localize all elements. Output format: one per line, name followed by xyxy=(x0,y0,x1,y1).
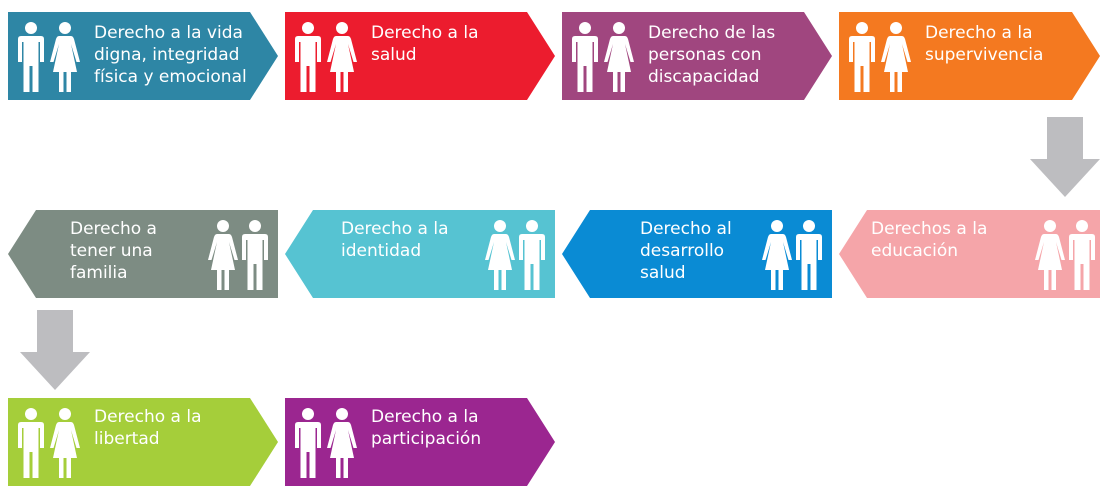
male-icon xyxy=(295,408,321,478)
person-pair-icon xyxy=(18,408,82,478)
person-pair-icon xyxy=(208,220,272,290)
person-pair-icon xyxy=(572,22,636,92)
female-icon xyxy=(1035,220,1065,290)
female-icon xyxy=(881,22,911,92)
person-pair-icon xyxy=(295,408,359,478)
chevron-label: Derecho a la salud xyxy=(371,23,479,65)
female-icon xyxy=(208,220,238,290)
chevron-label: Derecho a la participación xyxy=(371,407,482,449)
male-icon xyxy=(519,220,545,290)
chevron-participacion: Derecho a la participación xyxy=(285,398,555,486)
female-icon xyxy=(50,408,80,478)
chevron-identidad: Derecho a la identidad xyxy=(285,210,555,298)
chevron-label: Derecho a la supervivencia xyxy=(925,23,1044,65)
chevron-familia: Derecho a tener una familia xyxy=(8,210,278,298)
male-icon xyxy=(242,220,268,290)
arrow-down-icon xyxy=(1030,117,1100,197)
chevron-label: Derecho a la vida digna, integridad físi… xyxy=(94,23,247,87)
chevron-salud: Derecho a la salud xyxy=(285,12,555,100)
male-icon xyxy=(796,220,822,290)
female-icon xyxy=(327,22,357,92)
female-icon xyxy=(762,220,792,290)
chevron-educacion: Derechos a la educación xyxy=(839,210,1100,298)
male-icon xyxy=(18,22,44,92)
male-icon xyxy=(572,22,598,92)
chevron-label: Derechos a la educación xyxy=(871,219,988,261)
person-pair-icon xyxy=(849,22,913,92)
female-icon xyxy=(604,22,634,92)
chevron-supervivencia: Derecho a la supervivencia xyxy=(839,12,1100,100)
chevron-discapacidad: Derecho de las personas con discapacidad xyxy=(562,12,832,100)
chevron-desarrollo: Derecho al desarrollo salud xyxy=(562,210,832,298)
female-icon xyxy=(50,22,80,92)
person-pair-icon xyxy=(762,220,826,290)
person-pair-icon xyxy=(18,22,82,92)
chevron-vida: Derecho a la vida digna, integridad físi… xyxy=(8,12,278,100)
chevron-label: Derecho de las personas con discapacidad xyxy=(648,23,776,87)
male-icon xyxy=(295,22,321,92)
female-icon xyxy=(327,408,357,478)
person-pair-icon xyxy=(295,22,359,92)
chevron-label: Derecho a la identidad xyxy=(341,219,449,261)
person-pair-icon xyxy=(485,220,549,290)
male-icon xyxy=(849,22,875,92)
male-icon xyxy=(18,408,44,478)
person-pair-icon xyxy=(1035,220,1099,290)
male-icon xyxy=(1069,220,1095,290)
chevron-libertad: Derecho a la libertad xyxy=(8,398,278,486)
chevron-label: Derecho a tener una familia xyxy=(70,219,157,283)
female-icon xyxy=(485,220,515,290)
chevron-label: Derecho a la libertad xyxy=(94,407,202,449)
arrow-down-icon xyxy=(20,310,90,390)
chevron-label: Derecho al desarrollo salud xyxy=(640,219,732,283)
